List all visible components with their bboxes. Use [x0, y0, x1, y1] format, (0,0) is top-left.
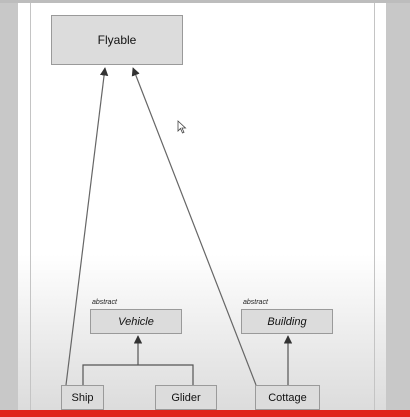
- vehicle-box[interactable]: Vehicle: [90, 309, 182, 334]
- vehicle-label: Vehicle: [118, 315, 154, 328]
- cottage-label: Cottage: [268, 391, 307, 404]
- glider-label: Glider: [171, 391, 201, 404]
- mouse-cursor-icon: [177, 120, 187, 134]
- cottage-to-flyable-arrow: [131, 67, 257, 386]
- bottom-red-bar: [0, 410, 410, 417]
- vehicle-inheritance-tree: [82, 364, 194, 385]
- top-ruler-line: [0, 0, 410, 3]
- ship-label: Ship: [71, 391, 94, 404]
- building-label: Building: [267, 315, 307, 328]
- building-box[interactable]: Building: [241, 309, 333, 334]
- flyable-box[interactable]: Flyable: [51, 15, 183, 65]
- left-margin-line: [30, 0, 31, 410]
- building-stereotype: abstract: [243, 299, 268, 306]
- window-right-edge: [386, 0, 410, 410]
- vehicle-stereotype: abstract: [92, 299, 117, 306]
- cottage-box[interactable]: Cottage: [255, 385, 320, 410]
- right-margin-line: [374, 0, 375, 410]
- flyable-label: Flyable: [97, 33, 137, 47]
- ship-to-flyable-arrow: [65, 67, 109, 386]
- ship-box[interactable]: Ship: [61, 385, 104, 410]
- document-page: [18, 0, 386, 410]
- glider-box[interactable]: Glider: [155, 385, 217, 410]
- window-left-edge: [0, 0, 18, 410]
